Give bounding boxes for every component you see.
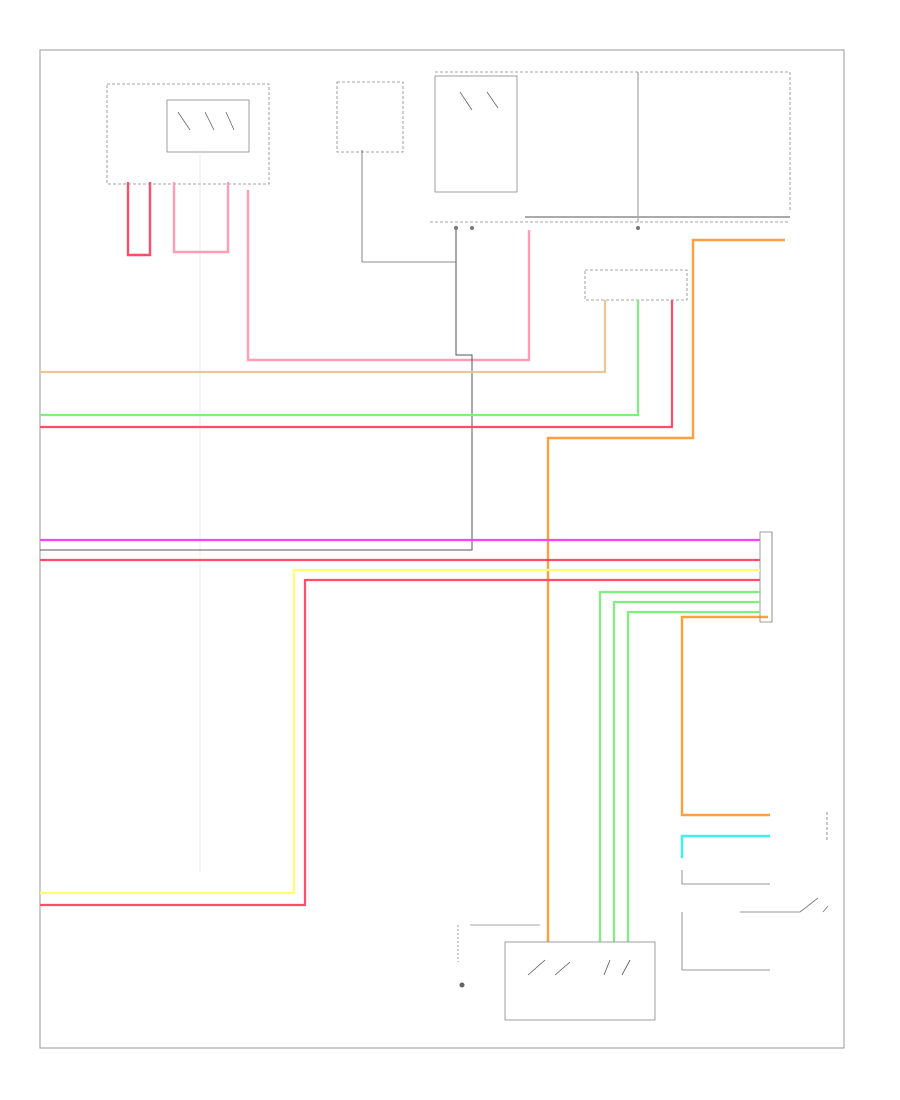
bottom-right-components bbox=[681, 812, 829, 971]
junction-bar bbox=[430, 216, 790, 230]
switch-icon bbox=[799, 897, 829, 913]
cyan-wire bbox=[680, 834, 770, 858]
diagram-frame bbox=[39, 49, 845, 1049]
mid-bus-wires bbox=[40, 538, 760, 907]
switch-icon bbox=[177, 111, 235, 131]
pink-wires bbox=[126, 182, 531, 362]
green-wires bbox=[598, 590, 760, 942]
black-wire bbox=[40, 230, 473, 551]
bottom-switch-assembly bbox=[457, 924, 656, 1021]
orange-wires bbox=[546, 238, 785, 942]
ground-icon bbox=[459, 982, 465, 988]
connector-icon bbox=[470, 226, 474, 230]
top-left-switch-module bbox=[106, 83, 270, 872]
relay-blocks bbox=[336, 71, 791, 263]
switch-icon bbox=[527, 959, 631, 976]
connector-icon bbox=[636, 226, 640, 230]
right-junction-block bbox=[584, 269, 688, 301]
switch-icon bbox=[459, 91, 499, 111]
connector-icon bbox=[454, 226, 458, 230]
right-connector bbox=[759, 531, 773, 623]
left-bus-wires bbox=[40, 300, 674, 429]
